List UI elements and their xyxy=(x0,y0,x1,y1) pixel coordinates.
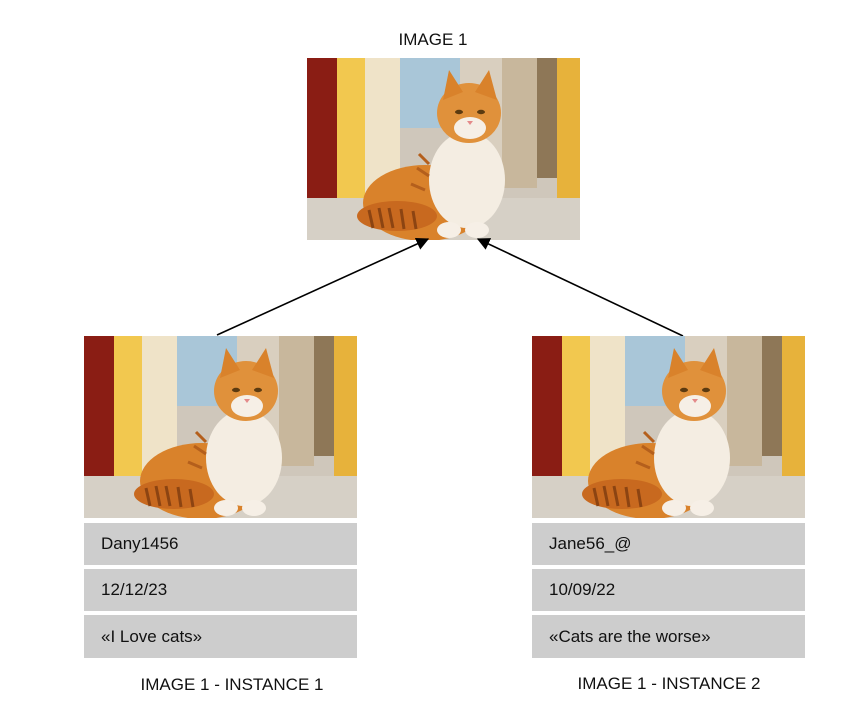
instance-1-caption: IMAGE 1 - INSTANCE 1 xyxy=(140,675,324,694)
original-image-title: IMAGE 1 xyxy=(398,30,468,49)
instance-1-username: Dany1456 xyxy=(84,523,357,565)
instance-2-date: 10/09/22 xyxy=(532,569,805,611)
instance-2-caption: IMAGE 1 - INSTANCE 2 xyxy=(577,674,761,693)
orange-tabby-cat-photo-icon xyxy=(84,336,357,518)
instance-2-cat-photo xyxy=(532,336,805,518)
instance-1-comment: «I Love cats» xyxy=(84,615,357,658)
arrow-instance-2-to-original xyxy=(476,238,684,337)
original-cat-photo xyxy=(307,58,580,240)
orange-tabby-cat-photo-icon xyxy=(532,336,805,518)
arrow-instance-1-to-original xyxy=(216,237,430,336)
instance-2-username: Jane56_@ xyxy=(532,523,805,565)
instance-2-comment: «Cats are the worse» xyxy=(532,615,805,658)
instance-1-date: 12/12/23 xyxy=(84,569,357,611)
instance-1-cat-photo xyxy=(84,336,357,518)
